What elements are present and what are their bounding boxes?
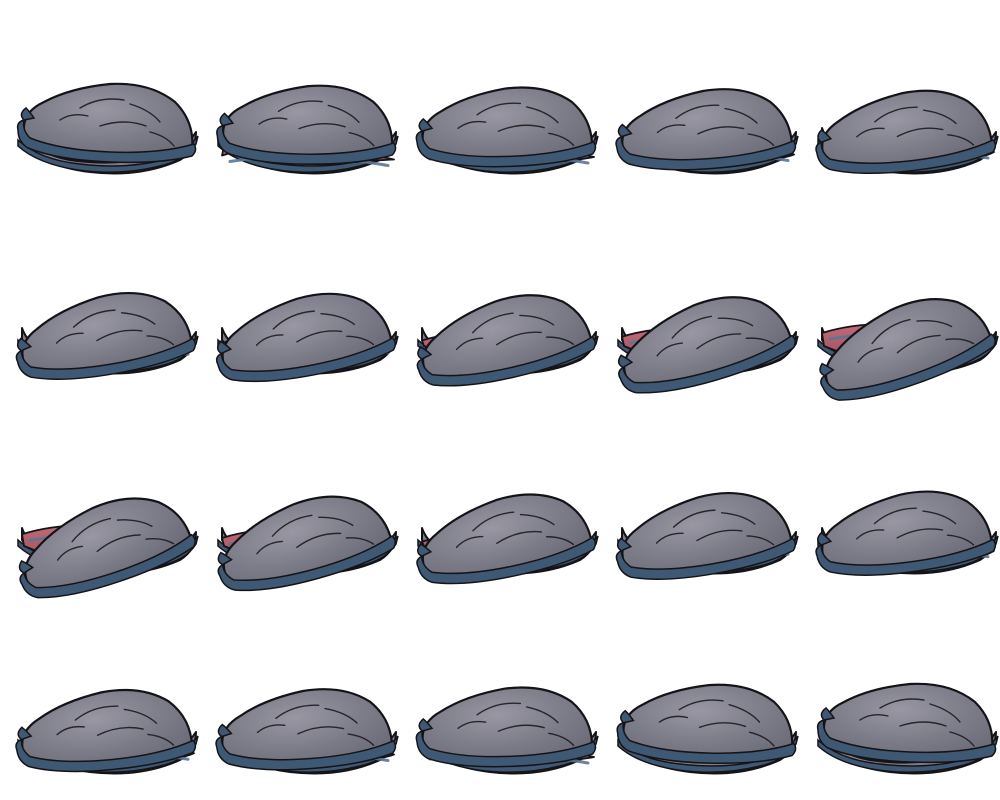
oyster-sprite — [815, 490, 999, 576]
sprite-frame — [800, 400, 1000, 600]
oyster-bottom-rim — [617, 735, 799, 773]
sprite-frame — [800, 0, 1000, 200]
sprite-frame — [200, 200, 400, 400]
sprite-frame — [400, 400, 600, 600]
oyster-top-shell — [615, 88, 797, 171]
oyster-top-shell — [16, 82, 197, 164]
oyster-sprite — [415, 686, 599, 775]
oyster-top-shell — [416, 294, 596, 387]
oyster-sprite — [217, 495, 399, 592]
oyster-top-shell — [615, 491, 797, 580]
oyster-bottom-rim — [217, 135, 399, 173]
sprite-frame — [0, 200, 200, 400]
oyster-sprite — [817, 298, 999, 401]
sprite-frame — [0, 400, 200, 600]
oyster-top-shell — [215, 688, 397, 771]
oyster-sprite — [215, 688, 399, 775]
sprite-frame — [200, 600, 400, 800]
oyster-top-shell — [616, 683, 797, 764]
oyster-top-shell — [816, 682, 997, 764]
sprite-frame — [800, 600, 1000, 800]
sprite-frame — [400, 200, 600, 400]
sprite-frame — [400, 600, 600, 800]
oyster-sprite — [15, 688, 199, 775]
oyster-top-shell — [415, 686, 597, 768]
oyster-sprite — [216, 84, 399, 175]
sprite-frame — [600, 400, 800, 600]
oyster-sprite — [615, 491, 799, 580]
oyster-sprite — [215, 292, 399, 383]
oyster-top-shell — [819, 298, 996, 401]
sprite-frame — [200, 400, 400, 600]
oyster-sprite — [15, 291, 199, 380]
oyster-sprite — [17, 497, 199, 599]
sprite-frame — [800, 200, 1000, 401]
oyster-sprite — [416, 294, 599, 387]
oyster-top-shell — [815, 490, 997, 576]
sprite-frame — [600, 0, 800, 200]
sprite-frame — [600, 200, 800, 400]
oyster-bottom-rim — [17, 135, 199, 173]
sprite-frame — [200, 0, 400, 200]
oyster-bottom-rim — [817, 735, 999, 773]
sprite-frame — [0, 0, 200, 200]
oyster-top-shell — [15, 688, 197, 773]
oyster-sprite — [415, 86, 599, 175]
oyster-top-shell — [216, 84, 397, 165]
oyster-top-shell — [415, 86, 597, 168]
oyster-sprite — [816, 682, 999, 775]
sprite-frame — [400, 0, 600, 200]
oyster-sprite — [16, 82, 199, 175]
oyster-top-shell — [416, 493, 597, 585]
oyster-top-shell — [18, 497, 196, 599]
oyster-sprite — [615, 88, 799, 175]
oyster-top-shell — [217, 495, 396, 592]
oyster-top-shell — [15, 291, 197, 380]
oyster-sprite — [617, 296, 799, 394]
oyster-sprite — [815, 89, 999, 175]
oyster-top-shell — [617, 296, 796, 394]
oyster-top-shell — [815, 89, 997, 175]
oyster-sprite — [416, 493, 599, 585]
oyster-sprite — [616, 683, 799, 775]
sprite-frame — [600, 600, 800, 800]
oyster-top-shell — [215, 292, 397, 383]
sprite-frame — [0, 600, 200, 800]
